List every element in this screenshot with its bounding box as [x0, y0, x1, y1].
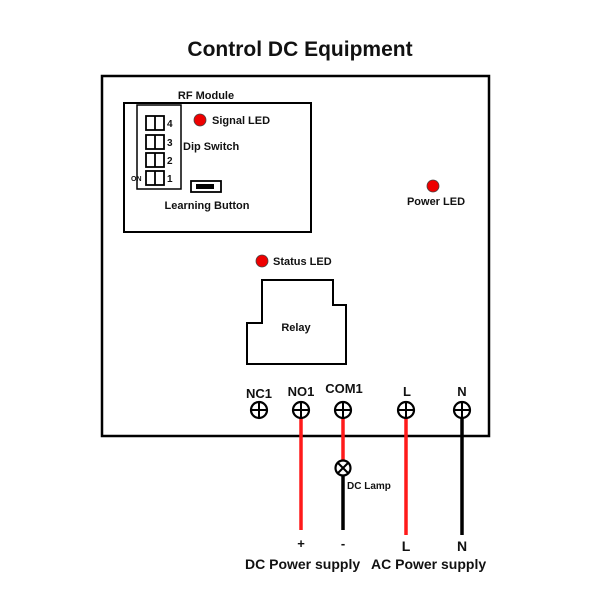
dip-number-1: 1 — [167, 174, 173, 185]
terminal-label-n: N — [457, 384, 466, 399]
dc-plus-label: + — [297, 536, 305, 551]
controller-board — [100, 74, 491, 438]
terminal-n-screw-icon[interactable] — [452, 400, 472, 420]
dip-switch-label: Dip Switch — [183, 141, 240, 153]
dc-minus-label: - — [341, 536, 345, 551]
rf-module — [123, 102, 312, 233]
terminal-label-l: L — [403, 384, 411, 399]
rf-module-label: RF Module — [178, 90, 234, 102]
status-led-icon — [255, 254, 269, 268]
learning-button[interactable] — [190, 180, 222, 193]
learning-button-label: Learning Button — [165, 200, 250, 212]
terminal-com1-screw-icon[interactable] — [333, 400, 353, 420]
dip-switch-1[interactable] — [145, 170, 165, 186]
dip-switch-2[interactable] — [145, 152, 165, 168]
dc-lamp-icon — [334, 459, 352, 477]
dip-on-label: ON — [131, 176, 142, 183]
terminal-l-screw-icon[interactable] — [396, 400, 416, 420]
power-led-icon — [426, 179, 440, 193]
dip-switch-4[interactable] — [145, 115, 165, 131]
dip-switch-3[interactable] — [145, 134, 165, 150]
terminal-no1-screw-icon[interactable] — [291, 400, 311, 420]
ac-l-label: L — [402, 538, 411, 554]
dip-switch-housing — [136, 104, 182, 190]
dc-power-supply-label: DC Power supply — [245, 556, 360, 572]
diagram-title: Control DC Equipment — [187, 38, 412, 61]
dip-number-2: 2 — [167, 156, 173, 167]
relay-outline — [246, 279, 347, 365]
power-led-label: Power LED — [407, 196, 465, 208]
dip-number-4: 4 — [167, 119, 173, 130]
ac-n-label: N — [457, 538, 467, 554]
relay-label: Relay — [281, 322, 311, 334]
status-led-label: Status LED — [273, 256, 332, 268]
signal-led-label: Signal LED — [212, 115, 270, 127]
terminal-label-com1: COM1 — [325, 381, 363, 396]
signal-led-icon — [193, 113, 207, 127]
terminal-nc1-screw-icon[interactable] — [249, 400, 269, 420]
dc-lamp-label: DC Lamp — [347, 481, 391, 492]
terminal-label-nc1: NC1 — [246, 386, 272, 401]
dip-number-3: 3 — [167, 138, 173, 149]
ac-power-supply-label: AC Power supply — [371, 556, 486, 572]
terminal-label-no1: NO1 — [288, 384, 315, 399]
